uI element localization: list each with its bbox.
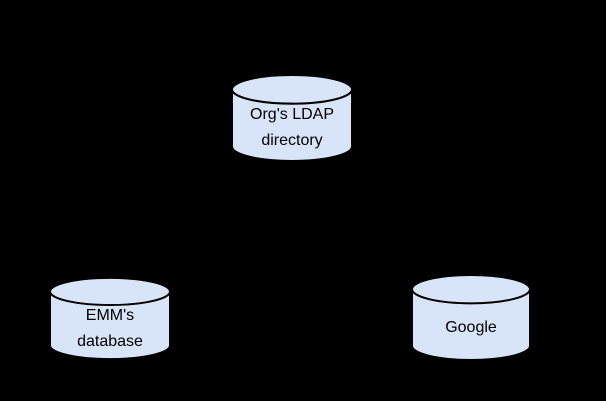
node-label-line: EMM's	[85, 306, 135, 324]
node-label-line: Google	[445, 318, 497, 336]
database-cylinder-icon	[231, 74, 353, 162]
node-label: EMM's database	[49, 301, 171, 356]
node-label-line: database	[77, 332, 143, 350]
node-emm-database: EMM's database	[49, 277, 171, 360]
database-cylinder-icon	[49, 277, 171, 360]
node-org-ldap-directory: Org's LDAP directory	[231, 74, 353, 162]
node-label: Google	[411, 298, 531, 357]
node-google: Google	[411, 274, 531, 361]
node-label-line: directory	[261, 132, 323, 149]
database-cylinder-icon	[411, 274, 531, 361]
node-label-line: Org's LDAP	[250, 106, 334, 123]
node-label: Org's LDAP directory	[231, 98, 353, 158]
